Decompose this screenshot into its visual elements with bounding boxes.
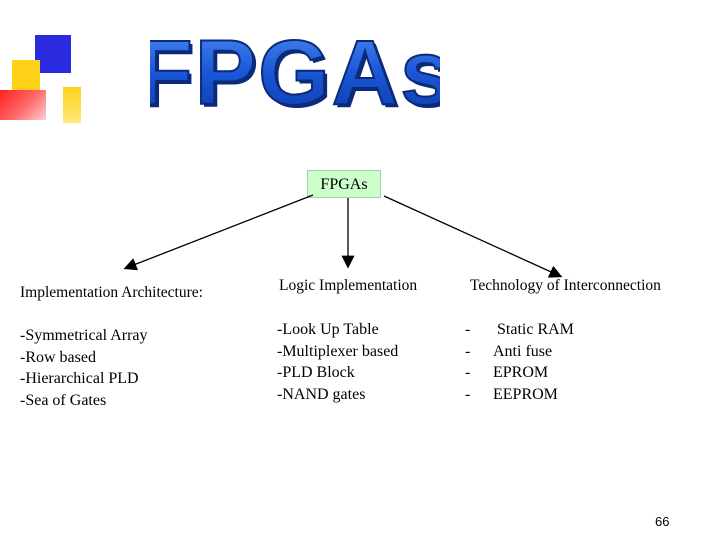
slide-title-shadow: FPGAs <box>150 25 440 120</box>
list-item: -Look Up Table <box>277 321 379 338</box>
list-item: - Static RAM <box>465 319 574 341</box>
heading-architecture: Implementation Architecture: <box>20 284 203 301</box>
list-item: - EPROM <box>465 362 574 384</box>
decorative-red-square <box>0 90 46 120</box>
list-item: - EEPROM <box>465 384 574 406</box>
list-item: -PLD Block <box>277 364 355 382</box>
heading-interconnection: Technology of Interconnection <box>470 277 661 294</box>
list-item-text: EEPROM <box>493 385 558 403</box>
decorative-yellow-square <box>12 60 40 94</box>
decorative-blue-square <box>35 35 71 73</box>
list-bullet: - <box>465 321 471 338</box>
list-item: -NAND gates <box>277 385 366 403</box>
heading-logic: Logic Implementation <box>279 277 418 294</box>
list-bullet: - <box>465 342 471 360</box>
root-node-fpgas: FPGAs <box>307 170 381 198</box>
list-item: -Sea of Gates <box>20 391 107 409</box>
arrow-to-architecture <box>123 194 314 271</box>
page-number: 66 <box>655 514 670 529</box>
list-bullet: - <box>465 364 471 382</box>
slide-title: FPGAs FPGAs <box>150 21 440 120</box>
list-item-text: Anti fuse <box>493 342 553 360</box>
list-item: -Row based <box>20 348 96 366</box>
list-item: - Anti fuse <box>465 341 574 363</box>
interconnection-list: - Static RAM - Anti fuse - EPROM - EEPRO… <box>465 319 574 405</box>
arrow-to-interconnection <box>383 195 563 278</box>
list-bullet: - <box>465 385 471 403</box>
architecture-list: -Symmetrical Array -Row based -Hierarchi… <box>20 325 148 411</box>
logic-list: -Look Up Table -Multiplexer based -PLD B… <box>277 319 398 405</box>
list-item: -Multiplexer based <box>277 342 399 360</box>
decorative-yellow-bar <box>63 87 81 123</box>
slide-title-text: FPGAs <box>150 22 440 120</box>
list-item: -Hierarchical PLD <box>20 370 139 388</box>
list-item-text: Static RAM <box>493 321 574 338</box>
list-item: -Symmetrical Array <box>20 327 148 344</box>
list-item-text: EPROM <box>493 364 549 382</box>
